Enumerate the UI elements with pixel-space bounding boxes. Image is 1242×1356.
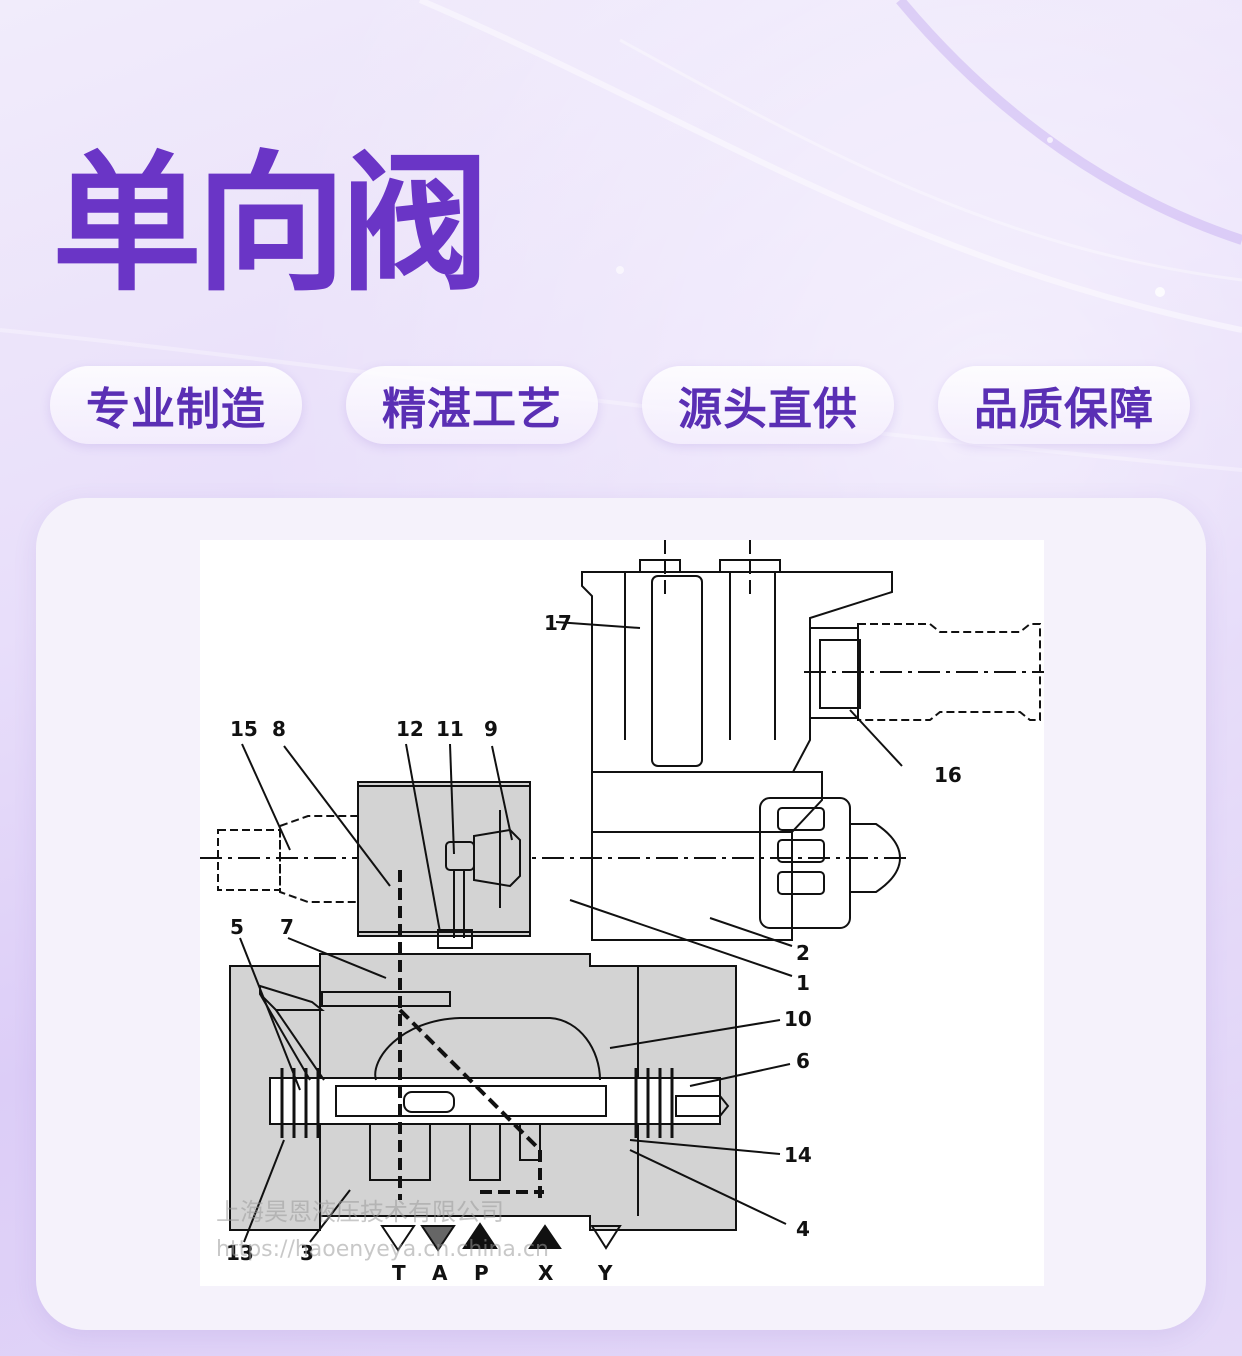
port-label-y: Y [597,1261,613,1285]
part-label-5: 5 [230,915,244,939]
part-label-10: 10 [784,1007,812,1031]
port-label-a: A [432,1261,448,1285]
part-label-8: 8 [272,717,286,741]
part-label-6: 6 [796,1049,810,1073]
port-label-p: P [474,1261,489,1285]
part-label-7: 7 [280,915,294,939]
part-label-2: 2 [796,941,810,965]
part-label-3: 3 [300,1241,314,1265]
part-label-1: 1 [796,971,810,995]
part-label-4: 4 [796,1217,810,1241]
valve-cross-section-drawing: 17 15 8 12 11 9 16 2 1 10 6 14 4 5 7 13 … [200,540,1044,1285]
feature-label: 品质保障 [974,384,1154,435]
part-label-15: 15 [230,717,258,741]
part-label-9: 9 [484,717,498,741]
feature-badge-2: 精湛工艺 [346,366,598,444]
feature-badge-4: 品质保障 [938,366,1190,444]
part-label-16: 16 [934,763,962,787]
watermark-company: 上海昊恩液压技术有限公司 [216,1198,504,1226]
valve-diagram: 17 15 8 12 11 9 16 2 1 10 6 14 4 5 7 13 … [200,540,1044,1286]
feature-badge-1: 专业制造 [50,366,302,444]
page-title: 单向阀 [52,138,490,312]
port-label-t: T [392,1261,406,1285]
part-label-14: 14 [784,1143,812,1167]
part-label-17: 17 [544,611,572,635]
part-label-11: 11 [436,717,464,741]
feature-badge-3: 源头直供 [642,366,894,444]
feature-label: 精湛工艺 [382,384,562,435]
part-label-13: 13 [226,1241,254,1265]
feature-label: 源头直供 [678,384,858,435]
feature-label: 专业制造 [86,384,266,435]
watermark-url: https://haoenyeya.cn.china.cn [216,1237,549,1262]
port-label-x: X [538,1261,554,1285]
part-label-12: 12 [396,717,424,741]
